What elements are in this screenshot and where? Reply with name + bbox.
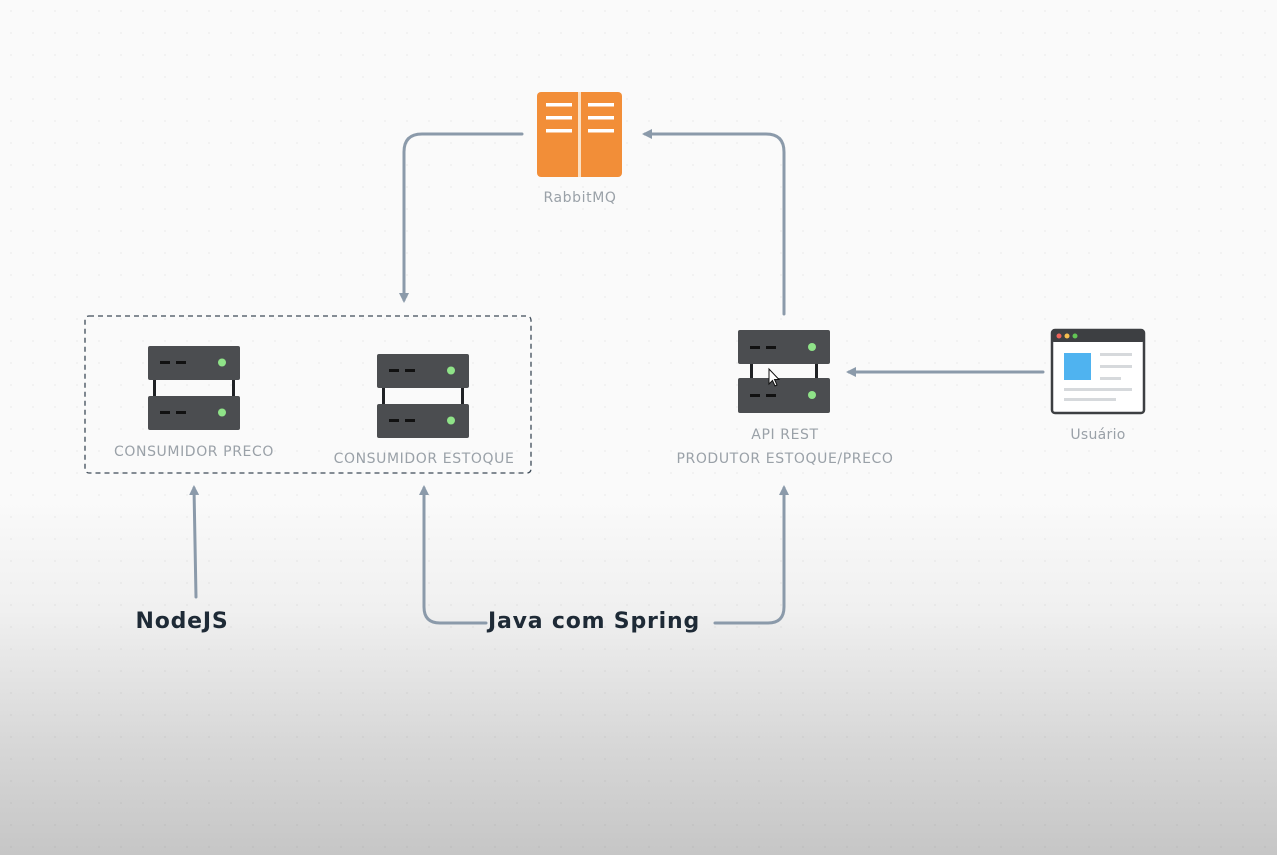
- server-icon: [148, 346, 240, 430]
- consumers-group-box: [84, 315, 532, 474]
- browser-window-icon: [1050, 328, 1146, 415]
- arrow-java-to-api: [713, 485, 789, 625]
- arrow-api-to-rabbitmq: [642, 129, 786, 316]
- arrow-rabbitmq-to-consumers: [399, 132, 524, 303]
- api-rest-label: API REST: [751, 427, 819, 443]
- server-icon: [377, 354, 469, 438]
- arrow-nodejs-to-consumidor-preco: [189, 485, 200, 599]
- consumidor-preco-label: CONSUMIDOR PRECO: [114, 444, 274, 460]
- rabbitmq-label: RabbitMQ: [543, 190, 617, 206]
- consumidor-estoque-label: CONSUMIDOR ESTOQUE: [333, 451, 515, 467]
- nodejs-label: NodeJS: [135, 609, 229, 634]
- usuario-label: Usuário: [1070, 427, 1126, 443]
- message-queue-icon: [537, 92, 622, 177]
- server-icon: [738, 330, 830, 413]
- mouse-cursor-icon: [768, 367, 781, 387]
- java-com-spring-label: Java com Spring: [487, 609, 701, 634]
- produtor-estoque-preco-label: PRODUTOR ESTOQUE/PRECO: [676, 451, 894, 467]
- arrow-java-to-consumidor-estoque: [419, 485, 488, 625]
